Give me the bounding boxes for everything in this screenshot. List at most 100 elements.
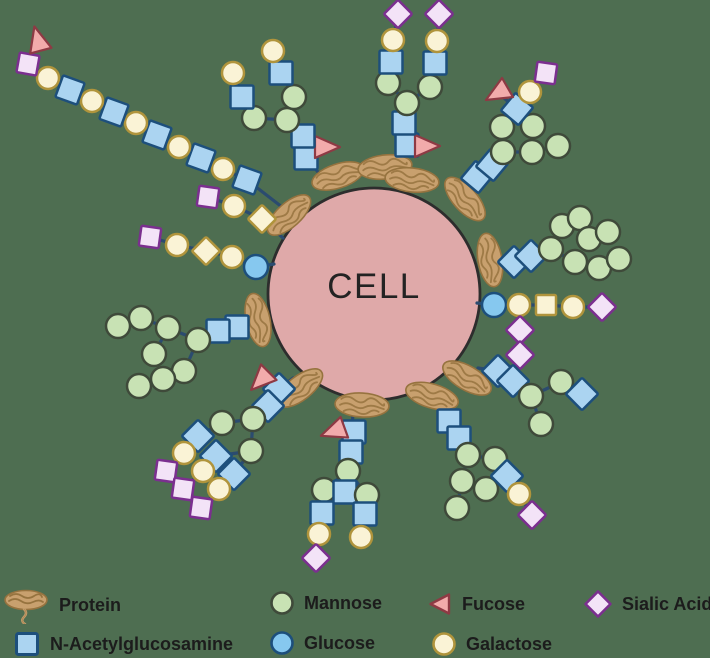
glycan-node-fucose — [250, 363, 278, 391]
mannose-icon — [270, 591, 294, 615]
legend-label-n-acetylglucosamine: N-Acetylglucosamine — [50, 633, 234, 654]
glycan-node-gal — [219, 244, 245, 270]
glycan-node-gal — [79, 88, 105, 114]
legend-label-glucose: Glucose — [304, 632, 376, 653]
protein-blob — [311, 161, 365, 191]
sialic-acid-icon — [584, 590, 612, 618]
glycan-node-galnac — [191, 236, 221, 266]
glycan-node-man — [544, 132, 572, 160]
glycan-node-man — [208, 409, 236, 437]
legend-item-fucose: Fucose — [427, 591, 525, 617]
cell-label: CELL — [327, 267, 421, 306]
glycan-node-gal — [171, 440, 197, 466]
glycan-node-gal — [506, 292, 532, 318]
legend-item-galactose: Galactose — [431, 631, 552, 657]
protein-blob — [476, 232, 504, 288]
glycan-node-man — [154, 314, 182, 342]
glycan-node-gal — [221, 193, 247, 219]
glycan-node-gal — [220, 60, 246, 86]
glycan-node-man — [488, 113, 516, 141]
glycan-node-glcnac — [185, 142, 217, 174]
glycan-node-man — [448, 467, 476, 495]
glycan-node-man — [537, 235, 565, 263]
glycan-node-gal — [210, 156, 236, 182]
glycan-node-fucose — [313, 134, 342, 160]
glycan-node-glcnac — [332, 479, 358, 505]
glycan-node-glc — [242, 253, 270, 281]
glycan-node-sia — [195, 184, 221, 210]
glycan-node-sia — [188, 495, 214, 521]
glycan-node-glcnac — [378, 49, 404, 75]
glycan-node-gal — [35, 65, 61, 91]
protein-blob — [244, 292, 272, 348]
glycan-node-man — [594, 218, 622, 246]
glycan-node-fucose — [29, 25, 53, 55]
glycan-node-gal — [260, 38, 286, 64]
glycan-node-gal — [164, 232, 190, 258]
glycan-node-man — [517, 382, 545, 410]
protein-blob — [334, 392, 390, 418]
glycan-node-gal — [560, 294, 586, 320]
legend-item-mannose: Mannose — [269, 590, 382, 616]
glycan-node-glcnac — [141, 119, 173, 151]
glycan-node-glcnac — [268, 60, 294, 86]
glycan-node-gal — [306, 521, 332, 547]
glycan-node-glcnac — [565, 377, 599, 411]
glycan-node-glc — [480, 291, 508, 319]
glycan-node-glcnac — [98, 96, 130, 128]
glycan-node-man — [127, 304, 155, 332]
glycan-node-man — [393, 89, 421, 117]
glycan-node-sia — [15, 51, 41, 77]
glycan-node-man — [518, 138, 546, 166]
fucose-icon — [429, 593, 451, 615]
protein-blob — [444, 176, 486, 222]
legend-item-sialic-acid: Sialic Acid — [583, 589, 710, 619]
legend-label-protein: Protein — [59, 594, 122, 615]
legend-label-fucose: Fucose — [462, 593, 526, 614]
glucose-icon — [270, 631, 294, 655]
protein-blob — [442, 360, 492, 396]
glycan-node-sia — [137, 224, 163, 250]
glycan-node-glcnac — [54, 74, 86, 106]
glycan-node-man — [149, 365, 177, 393]
glycan-node-fucose — [484, 76, 515, 102]
glycan-node-sia — [424, 0, 454, 29]
glycan-node-man — [527, 410, 555, 438]
glycan-node-man — [472, 475, 500, 503]
glycan-node-man — [140, 340, 168, 368]
glycan-node-gal — [190, 458, 216, 484]
glycan-node-glcnac — [352, 501, 378, 527]
glycan-node-man — [416, 73, 444, 101]
glycan-node-man — [547, 368, 575, 396]
legend-label-galactose: Galactose — [466, 633, 553, 654]
glycan-node-man — [280, 83, 308, 111]
glycan-node-man — [519, 112, 547, 140]
glycan-node-man — [237, 437, 265, 465]
glycan-node-sia — [505, 315, 535, 345]
glycan-node-man — [489, 138, 517, 166]
glycan-node-galnac — [534, 293, 558, 317]
glycan-node-gal — [517, 79, 543, 105]
glycan-node-glcnac — [290, 123, 316, 149]
legend-item-n-acetylglucosamine: N-Acetylglucosamine — [13, 630, 233, 658]
glycan-node-galnac — [247, 204, 277, 234]
glycan-node-man — [104, 312, 132, 340]
glycan-node-fucose — [413, 133, 442, 159]
glycan-node-gal — [424, 28, 450, 54]
glycan-node-glcnac — [309, 500, 335, 526]
legend-label-sialic-acid: Sialic Acid — [622, 593, 710, 614]
glycan-node-gal — [348, 524, 374, 550]
glycan-node-man — [443, 494, 471, 522]
glycan-node-sia — [301, 543, 331, 573]
glycan-node-sia — [533, 60, 559, 86]
glycan-node-gal — [506, 481, 532, 507]
glycan-node-glcnac — [231, 164, 263, 196]
glycan-node-sia — [517, 500, 547, 530]
glycan-node-man — [454, 441, 482, 469]
glycan-node-man — [561, 248, 589, 276]
glycan-node-man — [184, 326, 212, 354]
glycan-node-man — [125, 372, 153, 400]
legend-item-glucose: Glucose — [269, 630, 375, 656]
